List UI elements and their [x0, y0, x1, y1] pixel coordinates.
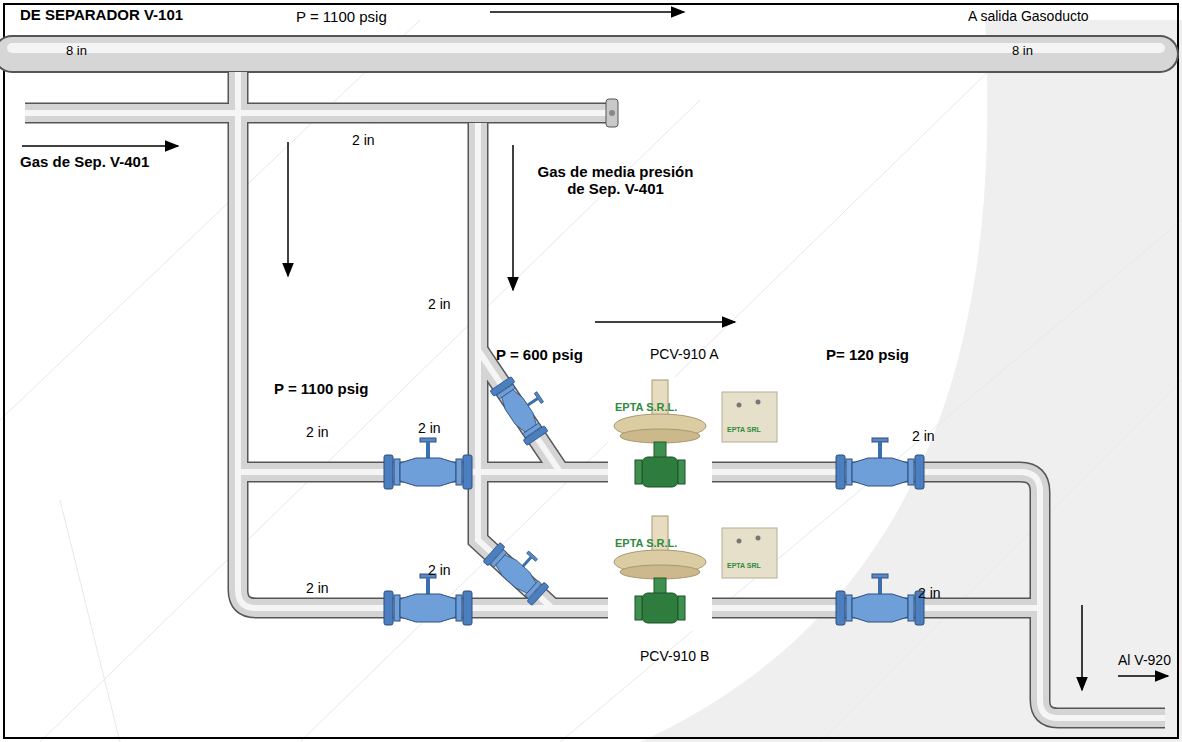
- pressure-label: P= 120 psig: [826, 346, 909, 363]
- brand-label: EPTA SRL: [727, 562, 761, 570]
- tag-label: PCV-910 B: [640, 648, 709, 664]
- pipe-size: 8 in: [1012, 44, 1033, 59]
- pipe-size: 8 in: [66, 44, 87, 59]
- pressure-label: P = 1100 psig: [296, 8, 387, 25]
- pipe-size: 2 in: [428, 562, 451, 578]
- stream-label: Gas de Sep. V-401: [20, 153, 149, 170]
- destination-label: Al V-920: [1118, 652, 1171, 668]
- section-title: DE SEPARADOR V-101: [20, 6, 183, 23]
- pipe-size: 2 in: [306, 424, 329, 440]
- pipe-size: 2 in: [418, 420, 441, 436]
- pressure-label: P = 1100 psig: [274, 380, 368, 397]
- pipe-size: 2 in: [352, 132, 375, 148]
- brand-label: EPTA S.R.L.: [615, 401, 677, 414]
- brand-label: EPTA SRL: [727, 426, 761, 434]
- stream-label: Gas de media presión de Sep. V-401: [528, 163, 703, 198]
- brand-label: EPTA S.R.L.: [615, 537, 677, 550]
- pipe-size: 2 in: [428, 296, 451, 312]
- tag-label: PCV-910 A: [650, 346, 719, 362]
- destination-label: A salida Gasoducto: [968, 8, 1089, 24]
- pressure-label: P = 600 psig: [496, 346, 583, 363]
- pipe-size: 2 in: [918, 585, 941, 601]
- pipe-size: 2 in: [912, 428, 935, 444]
- pipe-size: 2 in: [306, 580, 329, 596]
